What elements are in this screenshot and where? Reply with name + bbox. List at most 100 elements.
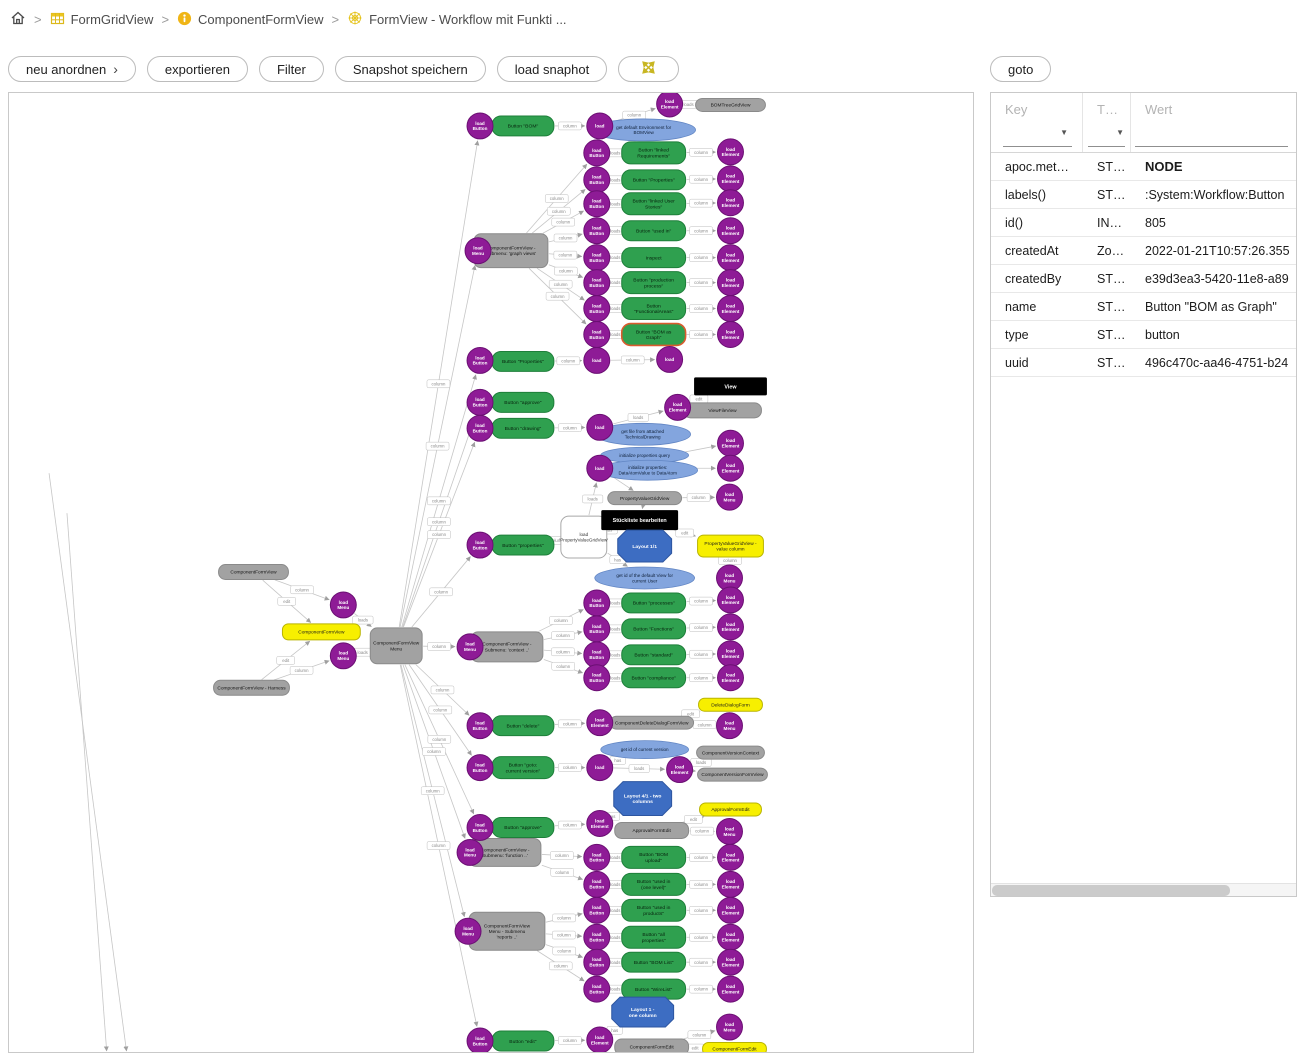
graph-node-bx_cddfv[interactable]: ComponentDeleteDialogFormView xyxy=(609,715,695,730)
column-header-wert[interactable]: Wert xyxy=(1145,101,1173,117)
graph-node-bt_c4[interactable]: Button "compliance" xyxy=(621,667,687,689)
graph-node-bx_cfe[interactable]: ComponentFormEdit xyxy=(614,1038,690,1052)
graph-node-l_bom[interactable]: load xyxy=(586,112,614,140)
graph-node-bx_pvgv[interactable]: PropertyValueGridView xyxy=(607,491,683,506)
graph-node-wb[interactable]: load'PropertyValueGridView' xyxy=(559,515,608,559)
key-filter[interactable]: ▼ xyxy=(991,125,1083,152)
graph-node-yel_afe[interactable]: ApprovalFormEdit xyxy=(699,802,762,817)
graph-node-oct11[interactable]: Layout 1/1 xyxy=(617,529,673,563)
graph-node-bt_ap1[interactable]: Button "approve" xyxy=(491,391,555,413)
graph-node-oct1[interactable]: Layout 1 -one column xyxy=(611,996,675,1028)
wert-filter[interactable] xyxy=(1131,125,1296,152)
graph-node-yel_ddf[interactable]: DeleteDialogForm xyxy=(698,697,763,712)
graph-node-bx_vc[interactable]: ComponentVersionContext xyxy=(696,745,765,760)
graph-node-l_dr[interactable]: load xyxy=(586,413,614,441)
graph-node-l_p1[interactable]: load xyxy=(583,346,611,374)
table-row[interactable]: labels()ST…:System:Workflow:Button xyxy=(991,181,1296,209)
graph-node-l_gt[interactable]: load xyxy=(586,754,614,782)
graph-node-bx_bomtree[interactable]: BOMTreeGridView xyxy=(695,97,766,112)
graph-node-bt_r3[interactable]: Button "BOM List" xyxy=(621,951,687,973)
graph-node-bt_ap2[interactable]: Button "approve" xyxy=(491,816,555,838)
graph-node-bt_c1[interactable]: Button "processes" xyxy=(621,592,687,614)
export-button[interactable]: exportieren xyxy=(146,56,248,82)
graph-node-l_pv[interactable]: load xyxy=(586,454,614,482)
graph-node-bt_ed[interactable]: Button "edit" xyxy=(491,1030,555,1052)
rearrange-button[interactable]: neu anordnen › xyxy=(8,56,136,82)
workflow-graph[interactable]: columnediteditcolumnloadsloadscolumncolu… xyxy=(9,93,973,1052)
column-header-key[interactable]: Key xyxy=(991,93,1083,125)
graph-node-bt_c2[interactable]: Button "Functions" xyxy=(621,618,687,640)
graph-node-blk[interactable]: Stückliste bearbeiten xyxy=(601,510,679,531)
graph-node-cfv1[interactable]: ComponentFormView xyxy=(218,564,289,580)
fullscreen-button[interactable] xyxy=(618,56,680,82)
breadcrumb-item-componentformview[interactable]: ComponentFormView xyxy=(177,11,324,29)
home-icon[interactable] xyxy=(10,10,26,29)
graph-node-bx_view[interactable]: View xyxy=(694,377,767,396)
key-filter-input[interactable] xyxy=(1003,146,1072,147)
breadcrumb-item-formgridview[interactable]: FormGridView xyxy=(50,11,153,29)
graph-node-bt_p2[interactable]: Button "properties" xyxy=(491,534,555,556)
graph-node-ell_gid[interactable]: get id of current version xyxy=(600,740,689,760)
graph-node-bt_r4[interactable]: Button "WireList" xyxy=(621,978,687,1000)
table-row[interactable]: apoc.met…ST…NODE xyxy=(991,153,1296,181)
table-row[interactable]: id()IN…805 xyxy=(991,209,1296,237)
graph-node-bt_gt[interactable]: Button "goto:current version" xyxy=(491,756,555,780)
scrollbar-thumb[interactable] xyxy=(992,885,1230,896)
filter-button[interactable]: Filter xyxy=(258,56,324,82)
graph-node-bt_g4[interactable]: Button "used in" xyxy=(621,220,687,242)
graph-node-bx_vf[interactable]: ComponentVersionFormView xyxy=(697,767,768,782)
graph-node-bt_g5[interactable]: Inspect xyxy=(621,247,687,269)
graph-node-bt_g7[interactable]: Button"FunctionalAreas" xyxy=(621,297,687,321)
wert-filter-input[interactable] xyxy=(1135,146,1288,147)
